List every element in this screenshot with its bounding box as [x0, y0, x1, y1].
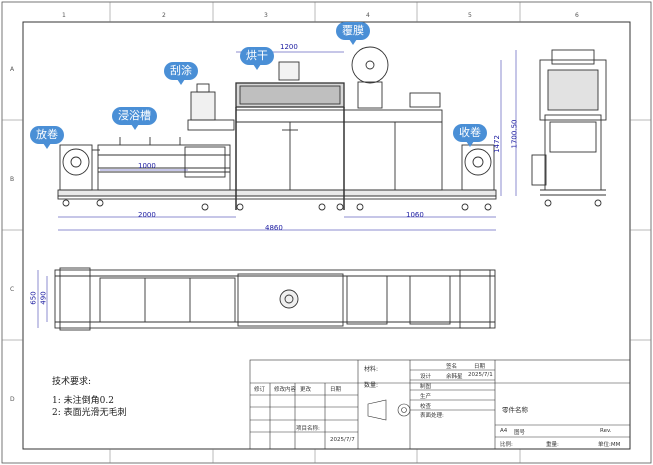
- callout-rewind: 收卷: [453, 124, 487, 147]
- tb-weight: 重量:: [546, 442, 559, 448]
- dim-height-2: 1700.50: [510, 119, 519, 149]
- col-label-3: 3: [264, 12, 268, 19]
- side-view: [531, 49, 607, 207]
- dim-dry-length: 1200: [280, 43, 298, 51]
- row-label-b: B: [10, 176, 15, 183]
- top-dim-lines: [37, 270, 48, 328]
- callout-laminate: 覆膜: [336, 22, 370, 45]
- tb-project: 项目名称:: [296, 426, 320, 432]
- tb-rev-date: 日期: [330, 387, 342, 393]
- col-label-2: 2: [162, 12, 166, 19]
- tb-designer: 余韩星: [446, 374, 463, 380]
- row-label-d: D: [10, 396, 15, 403]
- front-view: [57, 46, 497, 211]
- row-label-a: A: [10, 66, 15, 73]
- dim-width-2: 490: [39, 291, 48, 305]
- notes-line-2: 2: 表面光滑无毛刺: [52, 408, 127, 418]
- tb-part-name: 零件名称: [502, 406, 528, 414]
- col-label-4: 4: [366, 12, 370, 19]
- dim-total-length: 4860: [265, 224, 283, 232]
- callout-dry: 烘干: [240, 47, 274, 70]
- tb-drawing-no: 图号: [514, 430, 526, 436]
- title-block: [249, 359, 631, 450]
- callout-scrape: 刮涂: [164, 62, 198, 85]
- tb-rev-person: 更改: [300, 387, 312, 393]
- tb-rev-hdr: 修订: [254, 387, 266, 393]
- dim-width-1: 650: [29, 291, 38, 305]
- callout-unwind: 放卷: [30, 126, 64, 149]
- col-label-5: 5: [468, 12, 472, 19]
- dim-height-1: 1472: [492, 135, 501, 153]
- tb-design: 设计: [420, 374, 432, 380]
- tb-rev-content: 修改内容: [274, 387, 297, 393]
- callout-dip-tank: 浸浴槽: [112, 107, 157, 130]
- notes-title: 技术要求:: [52, 377, 92, 387]
- top-view: [54, 267, 496, 331]
- tb-qty: 数量:: [364, 382, 379, 389]
- col-label-1: 1: [62, 12, 66, 19]
- tb-surface: 表面处理:: [420, 413, 444, 419]
- dim-right-length: 1060: [406, 211, 424, 219]
- tb-date: 2025/7/1: [468, 372, 493, 378]
- tb-drafter: 制图: [420, 384, 432, 390]
- tb-size: A4: [500, 428, 508, 434]
- col-label-6: 6: [575, 12, 579, 19]
- row-label-c: C: [10, 286, 15, 293]
- tb-sign-hdr: 签名: [446, 364, 458, 370]
- tb-unit: 单位:MM: [598, 442, 621, 448]
- tb-material: 材料:: [364, 366, 379, 373]
- tb-process: 生产: [420, 394, 432, 400]
- dim-tank-length: 1000: [138, 162, 156, 170]
- tb-scale: 比例:: [500, 442, 513, 448]
- tb-rev: Rev.: [600, 428, 612, 434]
- tb-check: 校查: [420, 404, 432, 410]
- notes-line-1: 1: 未注倒角0.2: [52, 396, 114, 406]
- tb-date-hdr: 日期: [474, 364, 486, 370]
- dim-left-length: 2000: [138, 211, 156, 219]
- tb-project-date: 2025/7/7: [330, 437, 355, 443]
